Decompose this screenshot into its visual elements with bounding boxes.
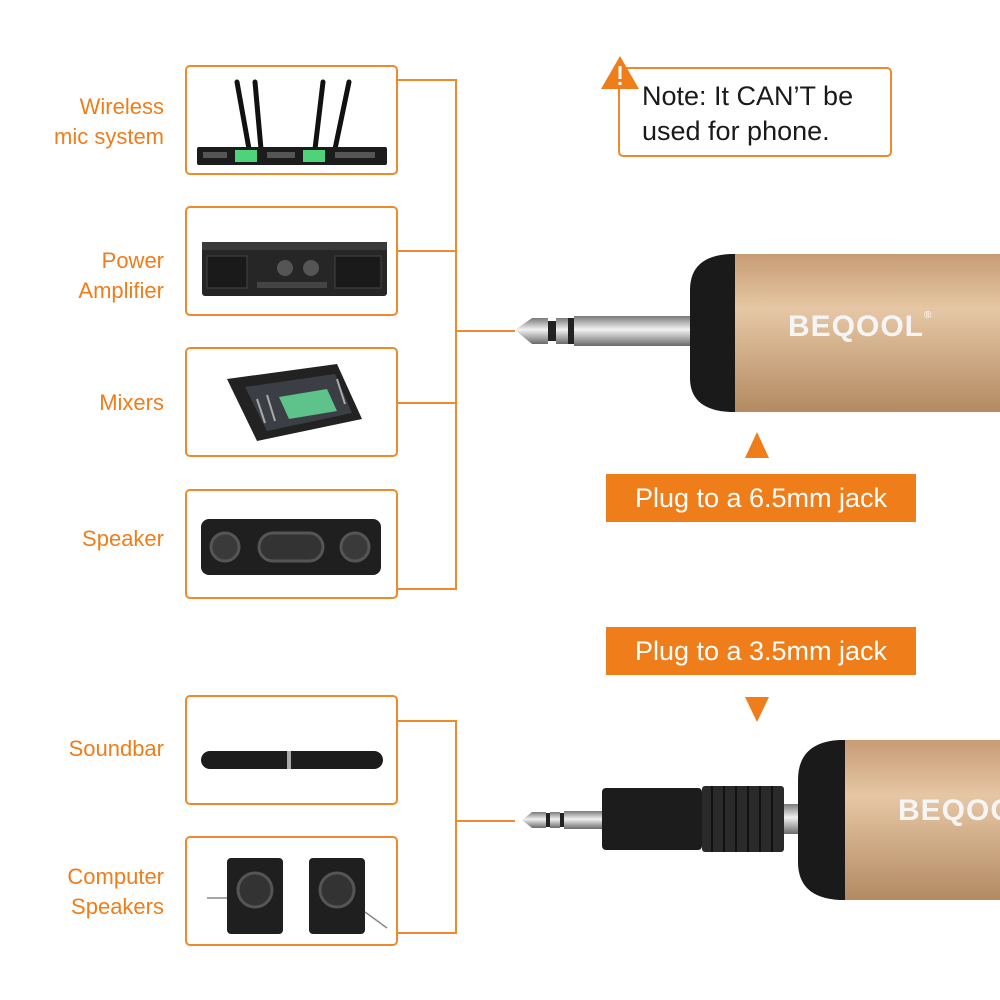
connector-to-plug bbox=[455, 820, 515, 822]
registered-mark: ® bbox=[924, 310, 933, 321]
label-power-amplifier: Power Amplifier bbox=[78, 248, 164, 303]
brand-logo-top: BEQOOL® bbox=[788, 310, 932, 344]
banner-3-5mm: Plug to a 3.5mm jack bbox=[606, 627, 916, 675]
note-text: Note: It CAN’T be used for phone. bbox=[642, 81, 854, 146]
connector-to-plug bbox=[455, 330, 515, 332]
connector-line bbox=[398, 720, 457, 722]
connector-line bbox=[398, 402, 457, 404]
connector-bracket bbox=[455, 720, 457, 934]
device-box-speaker bbox=[185, 489, 398, 599]
power-amplifier-icon bbox=[202, 242, 387, 296]
connector-bracket bbox=[455, 79, 457, 590]
device-box-soundbar bbox=[185, 695, 398, 805]
device-box-computer-speakers bbox=[185, 836, 398, 946]
brand-text: BEQOOL bbox=[788, 310, 925, 343]
label-computer-speakers: Computer Speakers bbox=[67, 864, 164, 919]
connector-line bbox=[398, 250, 457, 252]
label-speaker: Speaker bbox=[82, 526, 164, 551]
connector-line bbox=[398, 932, 457, 934]
soundbar-icon bbox=[201, 751, 383, 769]
connector-line bbox=[398, 79, 457, 81]
label-mixers: Mixers bbox=[99, 390, 164, 415]
label-wireless-mic-system: Wireless mic system bbox=[54, 94, 164, 149]
brand-text: BEQOOL bbox=[898, 794, 1000, 827]
device-box-mixer bbox=[185, 347, 398, 457]
device-box-wireless-mic bbox=[185, 65, 398, 175]
mixer-icon bbox=[227, 364, 362, 441]
computer-speakers-icon bbox=[207, 858, 388, 934]
device-box-power-amplifier bbox=[185, 206, 398, 316]
brand-logo-bottom: BEQOOL bbox=[898, 794, 1000, 828]
banner-6-5mm: Plug to a 6.5mm jack bbox=[606, 474, 916, 522]
note-box: Note: It CAN’T be used for phone. bbox=[618, 67, 892, 157]
speaker-icon bbox=[201, 519, 381, 575]
connector-line bbox=[398, 588, 457, 590]
wireless-receiver-icon bbox=[197, 79, 387, 165]
label-soundbar: Soundbar bbox=[68, 736, 164, 761]
